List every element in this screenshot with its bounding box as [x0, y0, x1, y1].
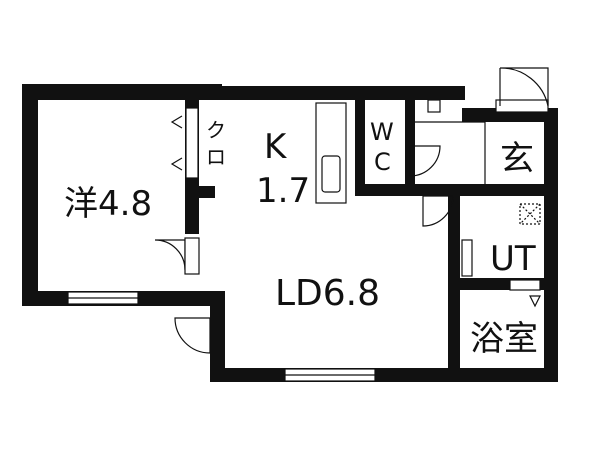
- wall-wc-south: [355, 184, 415, 196]
- kitchen-size: 1.7: [256, 171, 310, 211]
- wall-entrance-south: [410, 184, 558, 196]
- wc-label-c: C: [374, 148, 391, 176]
- living-dining-label: LD6.8: [275, 273, 380, 314]
- wall-west-living: [210, 291, 225, 382]
- wall-wc-east: [405, 92, 415, 196]
- meter-box: [427, 99, 441, 113]
- wc-door: [409, 145, 441, 177]
- wall-east: [544, 108, 558, 382]
- ut-door: [422, 195, 454, 227]
- closet-marker-top: [170, 115, 183, 129]
- closet-label-ro: ロ: [206, 145, 226, 169]
- closet-marker-bottom: [170, 157, 183, 171]
- wall-wc-west: [355, 92, 365, 196]
- western-room-label: 洋4.8: [64, 184, 152, 224]
- wall-bath-north: [448, 278, 558, 290]
- room-labels: 洋4.8 ク ロ K 1.7 W C 玄 LD6.8 UT 浴室: [64, 118, 538, 359]
- wall-kitchen-south: [185, 186, 215, 198]
- wall-south: [210, 368, 558, 382]
- doors: [154, 67, 549, 354]
- windows: [67, 107, 376, 382]
- closet-label-ku: ク: [206, 118, 226, 142]
- entrance-door-swing: [499, 67, 549, 107]
- entrance-door-gap: [495, 99, 549, 113]
- window-kitchen-wall: [185, 107, 199, 179]
- utility-label: UT: [490, 239, 536, 279]
- bathroom-label: 浴室: [470, 319, 538, 359]
- fixtures: [170, 99, 541, 225]
- entrance-label: 玄: [500, 139, 534, 179]
- bath-door: [509, 279, 541, 291]
- kitchen-sink: [321, 155, 341, 193]
- wall-ut-west: [448, 190, 460, 290]
- wall-bath-west: [448, 278, 460, 382]
- wall-north-middle: [210, 86, 465, 100]
- wall-west: [22, 84, 38, 306]
- wc-label-w: W: [370, 118, 394, 146]
- washing-machine-pan: [519, 203, 541, 225]
- wall-north-west-room: [22, 84, 222, 100]
- kitchen-letter: K: [264, 127, 288, 167]
- wall-western-room-east-lower: [185, 192, 199, 234]
- western-room-door: [154, 239, 186, 271]
- living-door: [174, 317, 211, 354]
